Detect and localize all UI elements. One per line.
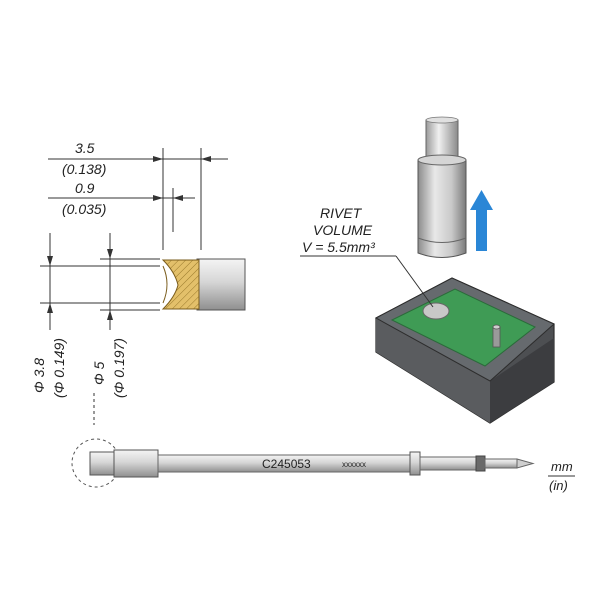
dia-extension-lines bbox=[40, 258, 160, 311]
dim-top-width: 3.5 (0.138) bbox=[48, 140, 228, 250]
callout-line-2: VOLUME bbox=[313, 222, 373, 238]
dim-inner-dia-in: (Φ 0.149) bbox=[51, 338, 67, 398]
unit-mm: mm bbox=[551, 459, 573, 474]
dim-inner-dia-mm: Φ 3.8 bbox=[31, 358, 47, 393]
units-legend: mm (in) bbox=[548, 459, 575, 493]
callout-line-1: RIVET bbox=[320, 205, 363, 221]
dim-outer-diameter: Φ 5 (Φ 0.197) bbox=[91, 233, 127, 398]
tip-cylinder-3d bbox=[417, 116, 467, 258]
dim-inner-step-in: (0.035) bbox=[62, 201, 106, 217]
tip-cross-section bbox=[161, 258, 246, 311]
dim-outer-dia-mm: Φ 5 bbox=[91, 361, 107, 385]
up-arrow-icon bbox=[470, 190, 493, 251]
dim-top-width-in: (0.138) bbox=[62, 161, 106, 177]
part-serial: xxxxxx bbox=[342, 460, 366, 469]
dim-inner-diameter: Φ 3.8 (Φ 0.149) bbox=[31, 233, 67, 398]
rivet-volume-callout: RIVET VOLUME V = 5.5mm³ bbox=[300, 205, 434, 308]
dim-inner-step: 0.9 (0.035) bbox=[48, 180, 195, 232]
unit-in: (in) bbox=[549, 478, 568, 493]
rivet-housing bbox=[374, 277, 555, 424]
dim-inner-step-mm: 0.9 bbox=[75, 180, 95, 196]
part-code: C245053 bbox=[262, 457, 311, 471]
dim-outer-dia-in: (Φ 0.197) bbox=[111, 338, 127, 398]
callout-line-3: V = 5.5mm³ bbox=[302, 239, 375, 255]
dim-top-width-mm: 3.5 bbox=[75, 140, 95, 156]
tip-full-view: C245053 xxxxxx bbox=[71, 438, 535, 488]
